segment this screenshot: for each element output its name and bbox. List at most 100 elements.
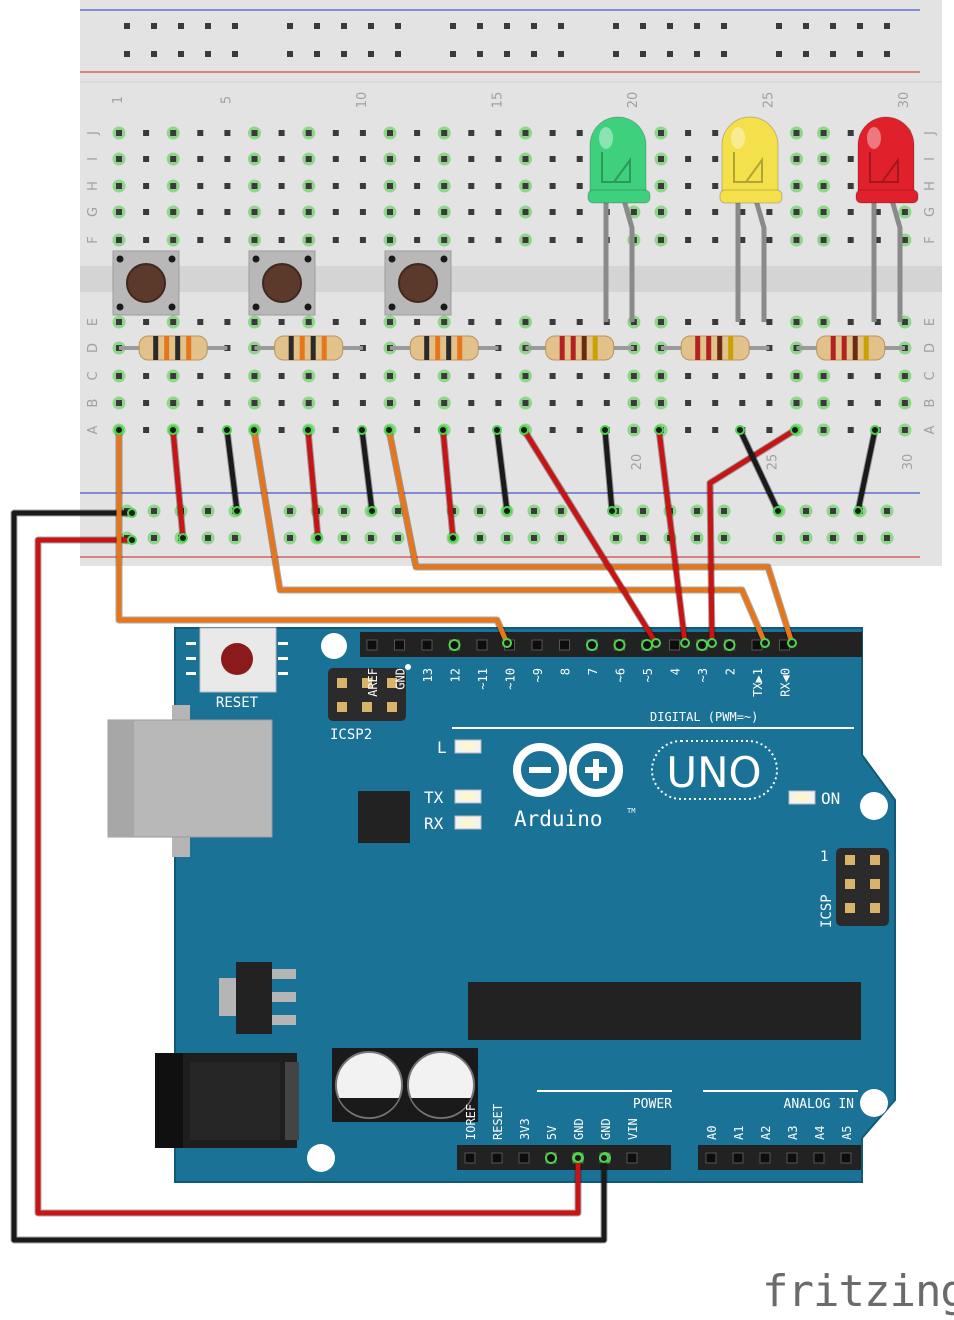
header-pin xyxy=(394,639,405,651)
rail-holes xyxy=(120,23,894,545)
breadboard-hole xyxy=(468,183,475,189)
dc-jack-back xyxy=(285,1062,299,1140)
btn1-vcc xyxy=(170,427,186,541)
breadboard-hole xyxy=(359,209,366,215)
rail-hole xyxy=(884,23,890,29)
wire-end xyxy=(222,425,232,435)
led-yellow xyxy=(719,116,783,322)
breadboard-hole xyxy=(712,183,719,189)
pin-glow xyxy=(613,639,626,651)
rx-led-core xyxy=(461,819,475,826)
resistor xyxy=(796,335,905,361)
reset-button-cap[interactable] xyxy=(221,643,253,675)
rail-hole xyxy=(884,508,890,514)
rail-hole xyxy=(558,51,564,57)
breadboard-hole xyxy=(847,427,854,433)
rail-hole xyxy=(205,23,211,29)
breadboard-hole xyxy=(441,319,448,325)
led2-gnd xyxy=(737,427,781,514)
breadboard-hole xyxy=(332,319,339,325)
resistor xyxy=(119,335,228,361)
breadboard-hole xyxy=(116,183,122,189)
breadboard-hole xyxy=(251,373,258,379)
rail-hole xyxy=(341,508,347,514)
breadboard-hole xyxy=(278,400,285,406)
column-label: 15 xyxy=(490,92,505,109)
btn3-vcc xyxy=(440,427,456,541)
rail-hole xyxy=(830,23,836,29)
wire-end xyxy=(127,508,137,518)
breadboard-hole xyxy=(658,156,664,162)
breadboard-hole xyxy=(522,130,529,136)
breadboard-hole xyxy=(685,400,692,406)
wire-end xyxy=(519,425,529,435)
rail-hole xyxy=(640,51,646,57)
breadboard-hole xyxy=(576,130,583,136)
breadboard-hole xyxy=(847,373,854,379)
led-leg xyxy=(889,199,903,322)
l-label: L xyxy=(437,738,447,757)
breadboard-hole xyxy=(387,400,393,406)
push-button xyxy=(112,250,180,316)
breadboard-hole xyxy=(685,156,692,162)
breadboard-hole xyxy=(414,237,421,243)
power-pin-label: 5V xyxy=(545,1126,559,1140)
push-button-pin xyxy=(440,303,448,311)
icsp2-pin xyxy=(337,702,347,712)
header-pin xyxy=(559,639,570,651)
breadboard-hole xyxy=(170,156,177,162)
header-pin xyxy=(626,1152,638,1164)
breadboard-hole xyxy=(251,156,258,162)
wire-end xyxy=(787,638,797,648)
rail-hole xyxy=(477,23,483,29)
led-red xyxy=(855,116,919,322)
led-highlight xyxy=(731,127,745,149)
breadboard-hole xyxy=(359,183,366,189)
mounting-hole xyxy=(860,792,888,820)
breadboard-hole xyxy=(495,156,502,162)
breadboard-hole xyxy=(766,427,773,433)
breadboard-hole xyxy=(901,373,908,379)
breadboard-hole xyxy=(522,373,529,379)
header-pin xyxy=(669,639,680,651)
wire-end xyxy=(760,638,770,648)
wire-end xyxy=(313,533,323,543)
led-highlight xyxy=(867,127,881,149)
breadboard-hole xyxy=(332,373,339,379)
breadboard-hole xyxy=(820,427,827,433)
capacitor-stripe xyxy=(339,1098,399,1118)
breadboard-hole xyxy=(359,400,366,406)
breadboard-hole xyxy=(143,183,150,189)
rail-hole xyxy=(694,51,700,57)
breadboard-hole xyxy=(549,400,556,406)
breadboard-hole xyxy=(359,319,366,325)
breadboard-hole xyxy=(712,319,719,325)
breadboard-hole xyxy=(495,209,502,215)
resistor-band xyxy=(852,336,858,360)
breadboard-hole xyxy=(549,130,556,136)
digital-pin-label: 13 xyxy=(421,668,435,682)
breadboard-hole xyxy=(658,183,664,189)
rail-hole xyxy=(558,535,564,541)
breadboard-hole xyxy=(305,319,312,325)
breadboard-hole xyxy=(712,156,719,162)
digital-pin-label: 12 xyxy=(449,668,463,682)
breadboard-hole xyxy=(278,427,285,433)
header-pin xyxy=(464,1152,476,1164)
breadboard-hole xyxy=(549,373,556,379)
rail-hole xyxy=(287,23,293,29)
breadboard-hole xyxy=(766,400,773,406)
rail-hole xyxy=(368,535,374,541)
minus-icon xyxy=(529,767,551,773)
digital-pin-label: RX◀0 xyxy=(779,668,793,697)
breadboard-hole xyxy=(143,373,150,379)
header-pin xyxy=(732,1152,744,1164)
pin-glow xyxy=(586,639,598,651)
wire-end xyxy=(607,506,617,516)
rail-hole xyxy=(531,51,537,57)
breadboard-hole xyxy=(522,156,529,162)
usb-connector-shade xyxy=(108,720,134,837)
breadboard-hole xyxy=(874,209,881,215)
wire-end xyxy=(735,425,745,435)
